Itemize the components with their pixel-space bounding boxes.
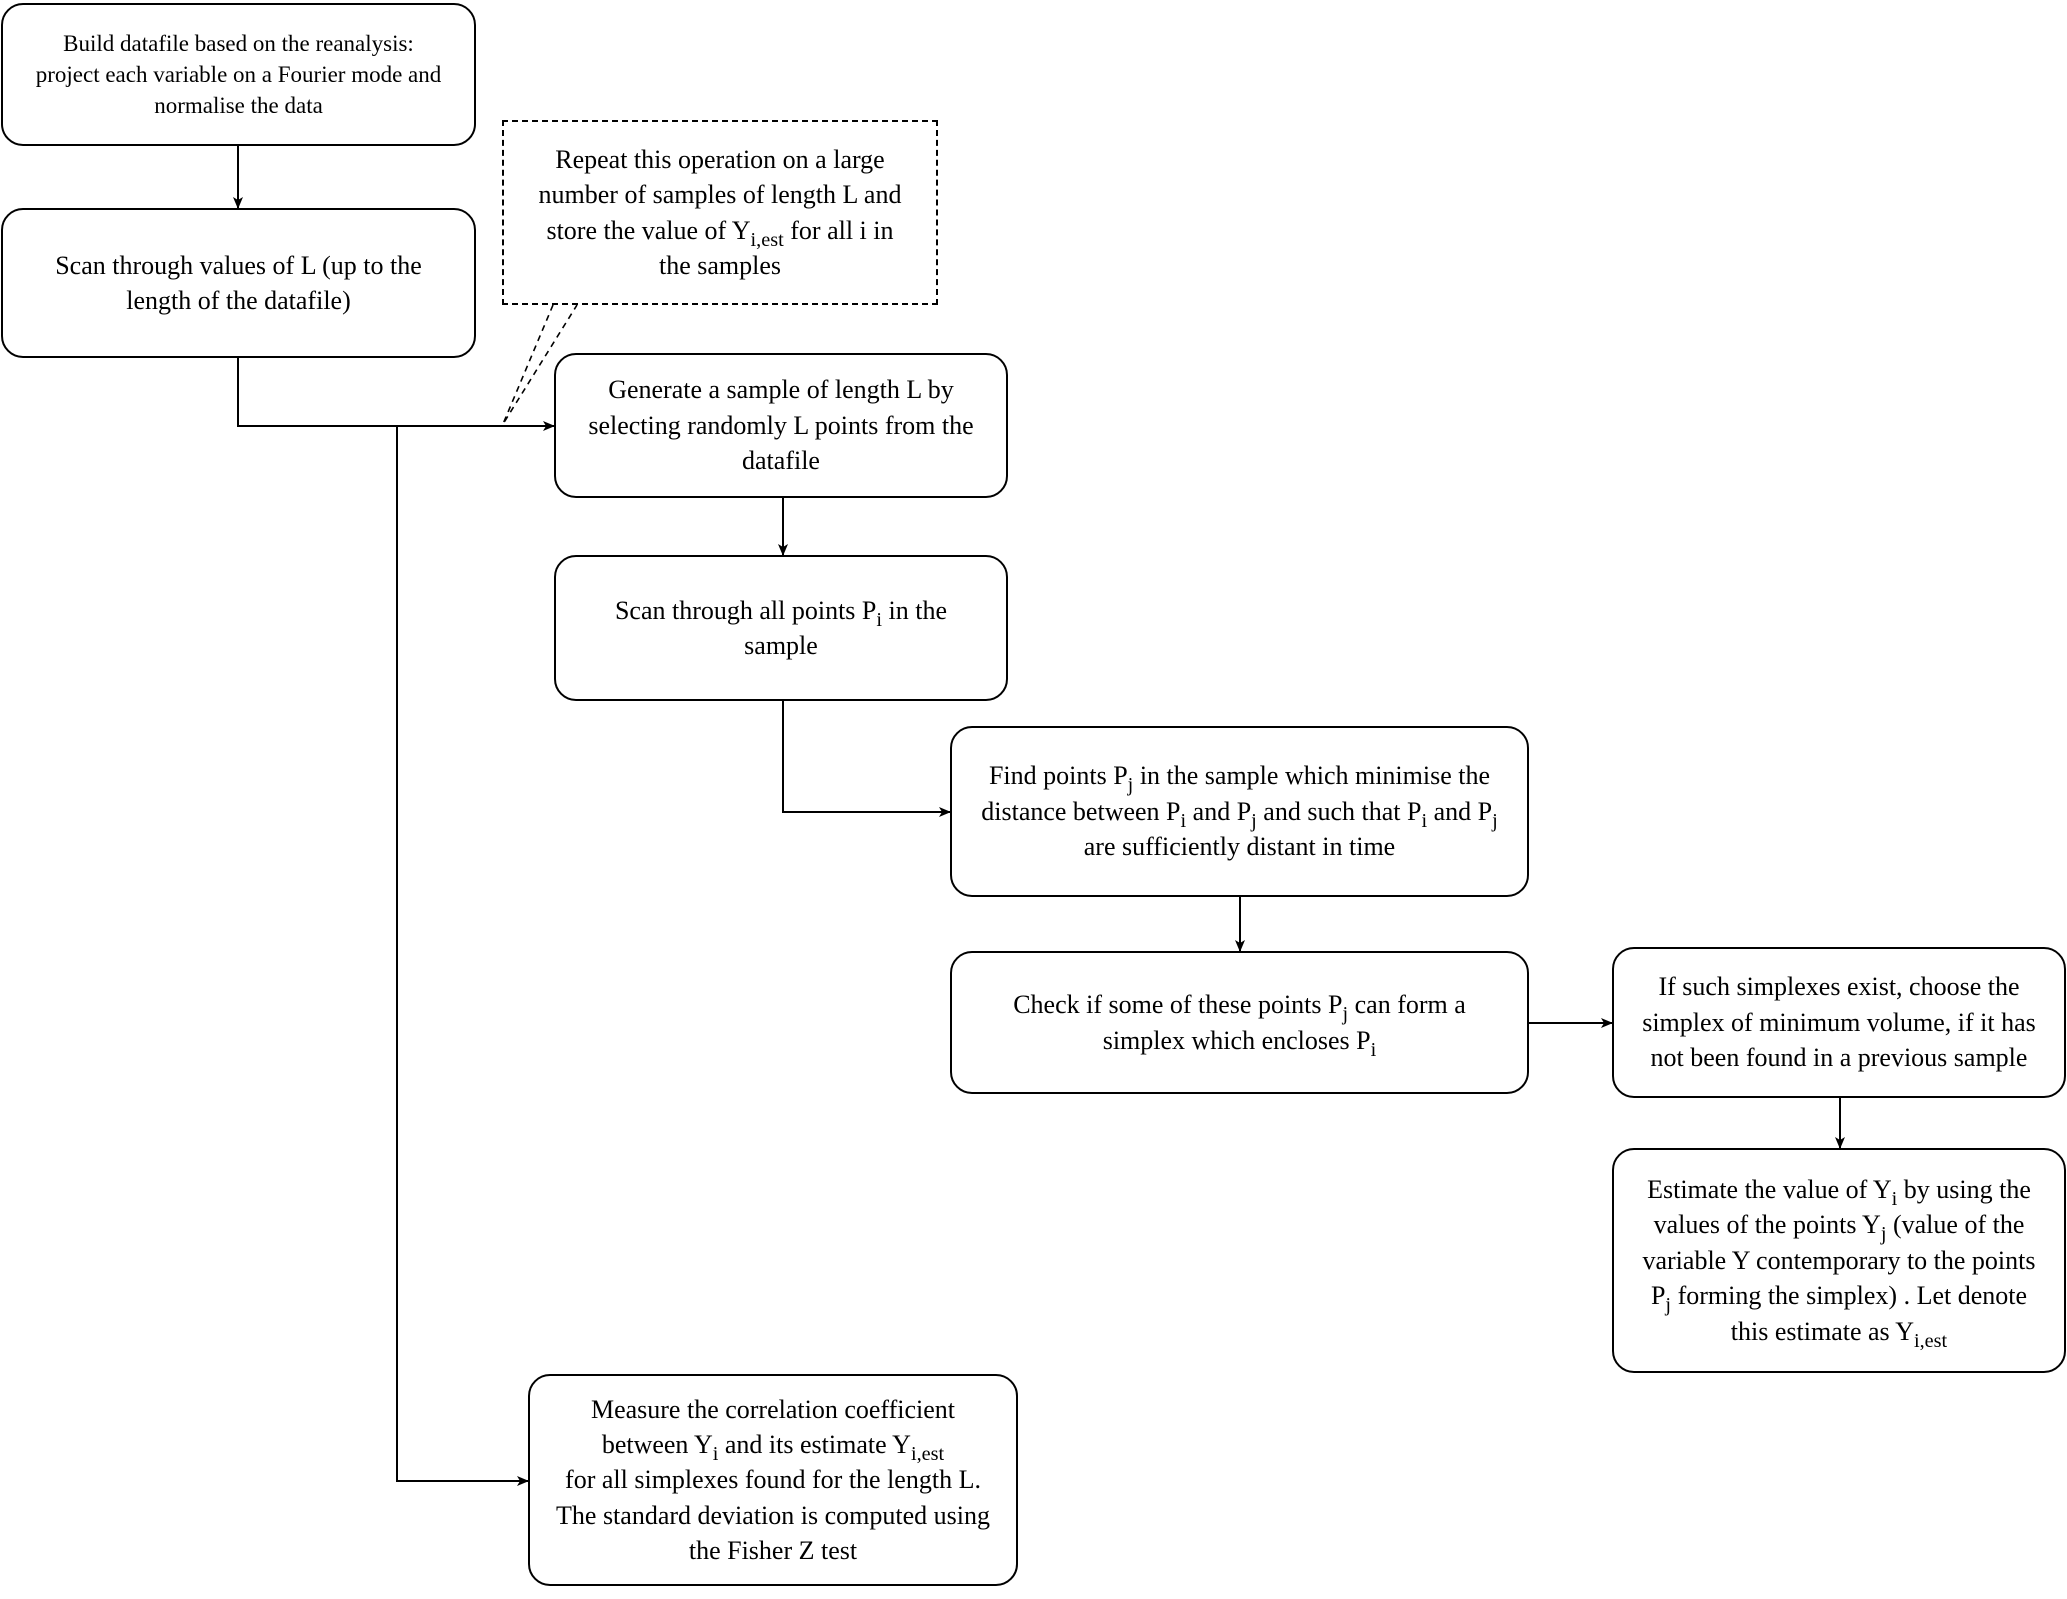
- step-generate-sample-text: Generate a sample of length L by selectin…: [588, 372, 973, 478]
- text-run: sample: [744, 631, 818, 660]
- subscript: j: [1127, 774, 1134, 797]
- text-run: by using the: [1897, 1175, 2031, 1205]
- text-run: datafile: [742, 446, 820, 476]
- text-run: for all i in: [783, 215, 894, 245]
- text-run: Repeat this operation on a large: [555, 144, 885, 174]
- subscript: i: [1180, 809, 1187, 832]
- text-run: not been found in a previous sample: [1650, 1043, 2028, 1073]
- step-find-points: Find points Pj in the sample which minim…: [950, 726, 1529, 897]
- text-run: Generate a sample of length L by: [608, 375, 954, 405]
- text-run: in the sample which minimise the: [1133, 761, 1491, 791]
- text-run: normalise the data: [154, 93, 323, 119]
- step-build-datafile: Build datafile based on the reanalysis: p…: [1, 3, 476, 146]
- subscript: j: [1665, 1294, 1672, 1317]
- step-generate-sample: Generate a sample of length L by selectin…: [554, 353, 1008, 498]
- subscript: i: [1891, 1188, 1898, 1211]
- arrow-scan-points-to-find: [782, 701, 951, 817]
- subscript: i: [1370, 1038, 1377, 1061]
- text-run: forming the simplex) . Let denote: [1671, 1281, 2028, 1311]
- text-run: the samples: [658, 250, 781, 280]
- text-run: Scan through values of L (up to the: [55, 250, 422, 280]
- text-run: simplex of minimum volume, if it has: [1642, 1007, 2036, 1037]
- subscript: i: [712, 1443, 719, 1466]
- subscript: j: [1492, 809, 1498, 832]
- subscript: i,est: [1913, 1329, 1948, 1352]
- repeat-note: Repeat this operation on a large number o…: [502, 120, 938, 305]
- text-run: Build datafile based on the reanalysis:: [63, 30, 414, 56]
- step-measure-correlation-text: Measure the correlation coefficient betwe…: [556, 1392, 990, 1569]
- arrow-loop-to-measure: [396, 426, 529, 1486]
- subscript: i: [1421, 809, 1428, 832]
- text-run: project each variable on a Fourier mode …: [35, 61, 442, 87]
- text-run: Find points P: [988, 761, 1128, 791]
- text-run: between Y: [601, 1429, 713, 1459]
- step-choose-simplex: If such simplexes exist, choose the simpl…: [1612, 947, 2066, 1098]
- text-run: distance between P: [981, 796, 1181, 826]
- text-run: number of samples of length L and: [538, 180, 902, 210]
- step-find-points-text: Find points Pj in the sample which minim…: [981, 758, 1497, 864]
- text-run: length of the datafile): [126, 286, 351, 315]
- text-run: Check if some of these points P: [1013, 990, 1343, 1020]
- subscript: i: [876, 608, 883, 631]
- step-check-simplex-text: Check if some of these points Pj can for…: [1013, 987, 1466, 1061]
- text-run: P: [1650, 1281, 1666, 1311]
- subscript: i,est: [910, 1443, 945, 1466]
- step-choose-simplex-text: If such simplexes exist, choose the simpl…: [1642, 969, 2036, 1075]
- step-measure-correlation: Measure the correlation coefficient betwe…: [528, 1374, 1018, 1586]
- text-run: in the: [882, 595, 948, 625]
- text-run: Scan through all points P: [614, 595, 877, 625]
- text-run: simplex which encloses P: [1102, 1025, 1371, 1055]
- text-run: variable Y contemporary to the points: [1642, 1245, 2036, 1275]
- arrow-scan-l-to-generate: [237, 358, 555, 431]
- step-estimate-value: Estimate the value of Yi by using the val…: [1612, 1148, 2066, 1373]
- step-scan-lengths-text: Scan through values of L (up to the lengt…: [55, 248, 422, 319]
- subscript: j: [1342, 1003, 1349, 1026]
- repeat-note-text: Repeat this operation on a large number o…: [539, 142, 902, 283]
- text-run: values of the points Y: [1653, 1210, 1881, 1240]
- text-run: If such simplexes exist, choose the: [1658, 972, 2020, 1002]
- step-scan-lengths: Scan through values of L (up to the lengt…: [1, 208, 476, 358]
- step-scan-points: Scan through all points Pi in the sample: [554, 555, 1008, 701]
- subscript: j: [1880, 1223, 1887, 1246]
- text-run: store the value of Y: [546, 215, 751, 245]
- text-run: for all simplexes found for the length L…: [565, 1465, 981, 1495]
- step-scan-points-text: Scan through all points Pi in the sample: [615, 593, 947, 664]
- step-estimate-value-text: Estimate the value of Yi by using the val…: [1642, 1172, 2036, 1352]
- text-run: Measure the correlation coefficient: [590, 1394, 956, 1424]
- text-run: are sufficiently distant in time: [1083, 832, 1396, 862]
- text-run: and P: [1186, 796, 1252, 826]
- text-run: this estimate as Y: [1730, 1316, 1914, 1346]
- step-check-simplex: Check if some of these points Pj can for…: [950, 951, 1529, 1094]
- text-run: (value of the: [1886, 1210, 2025, 1240]
- text-run: can form a: [1348, 990, 1466, 1020]
- text-run: The standard deviation is computed using: [556, 1500, 990, 1530]
- text-run: and its estimate Y: [718, 1429, 911, 1459]
- text-run: selecting randomly L points from the: [588, 410, 974, 440]
- text-run: and P: [1427, 796, 1493, 826]
- note-callout-pointer: [502, 304, 578, 425]
- subscript: j: [1251, 809, 1257, 832]
- text-run: Estimate the value of Y: [1647, 1175, 1892, 1205]
- step-build-datafile-text: Build datafile based on the reanalysis: p…: [36, 28, 442, 122]
- text-run: and such that P: [1256, 796, 1422, 826]
- text-run: the Fisher Z test: [688, 1536, 858, 1566]
- subscript: i,est: [750, 228, 784, 251]
